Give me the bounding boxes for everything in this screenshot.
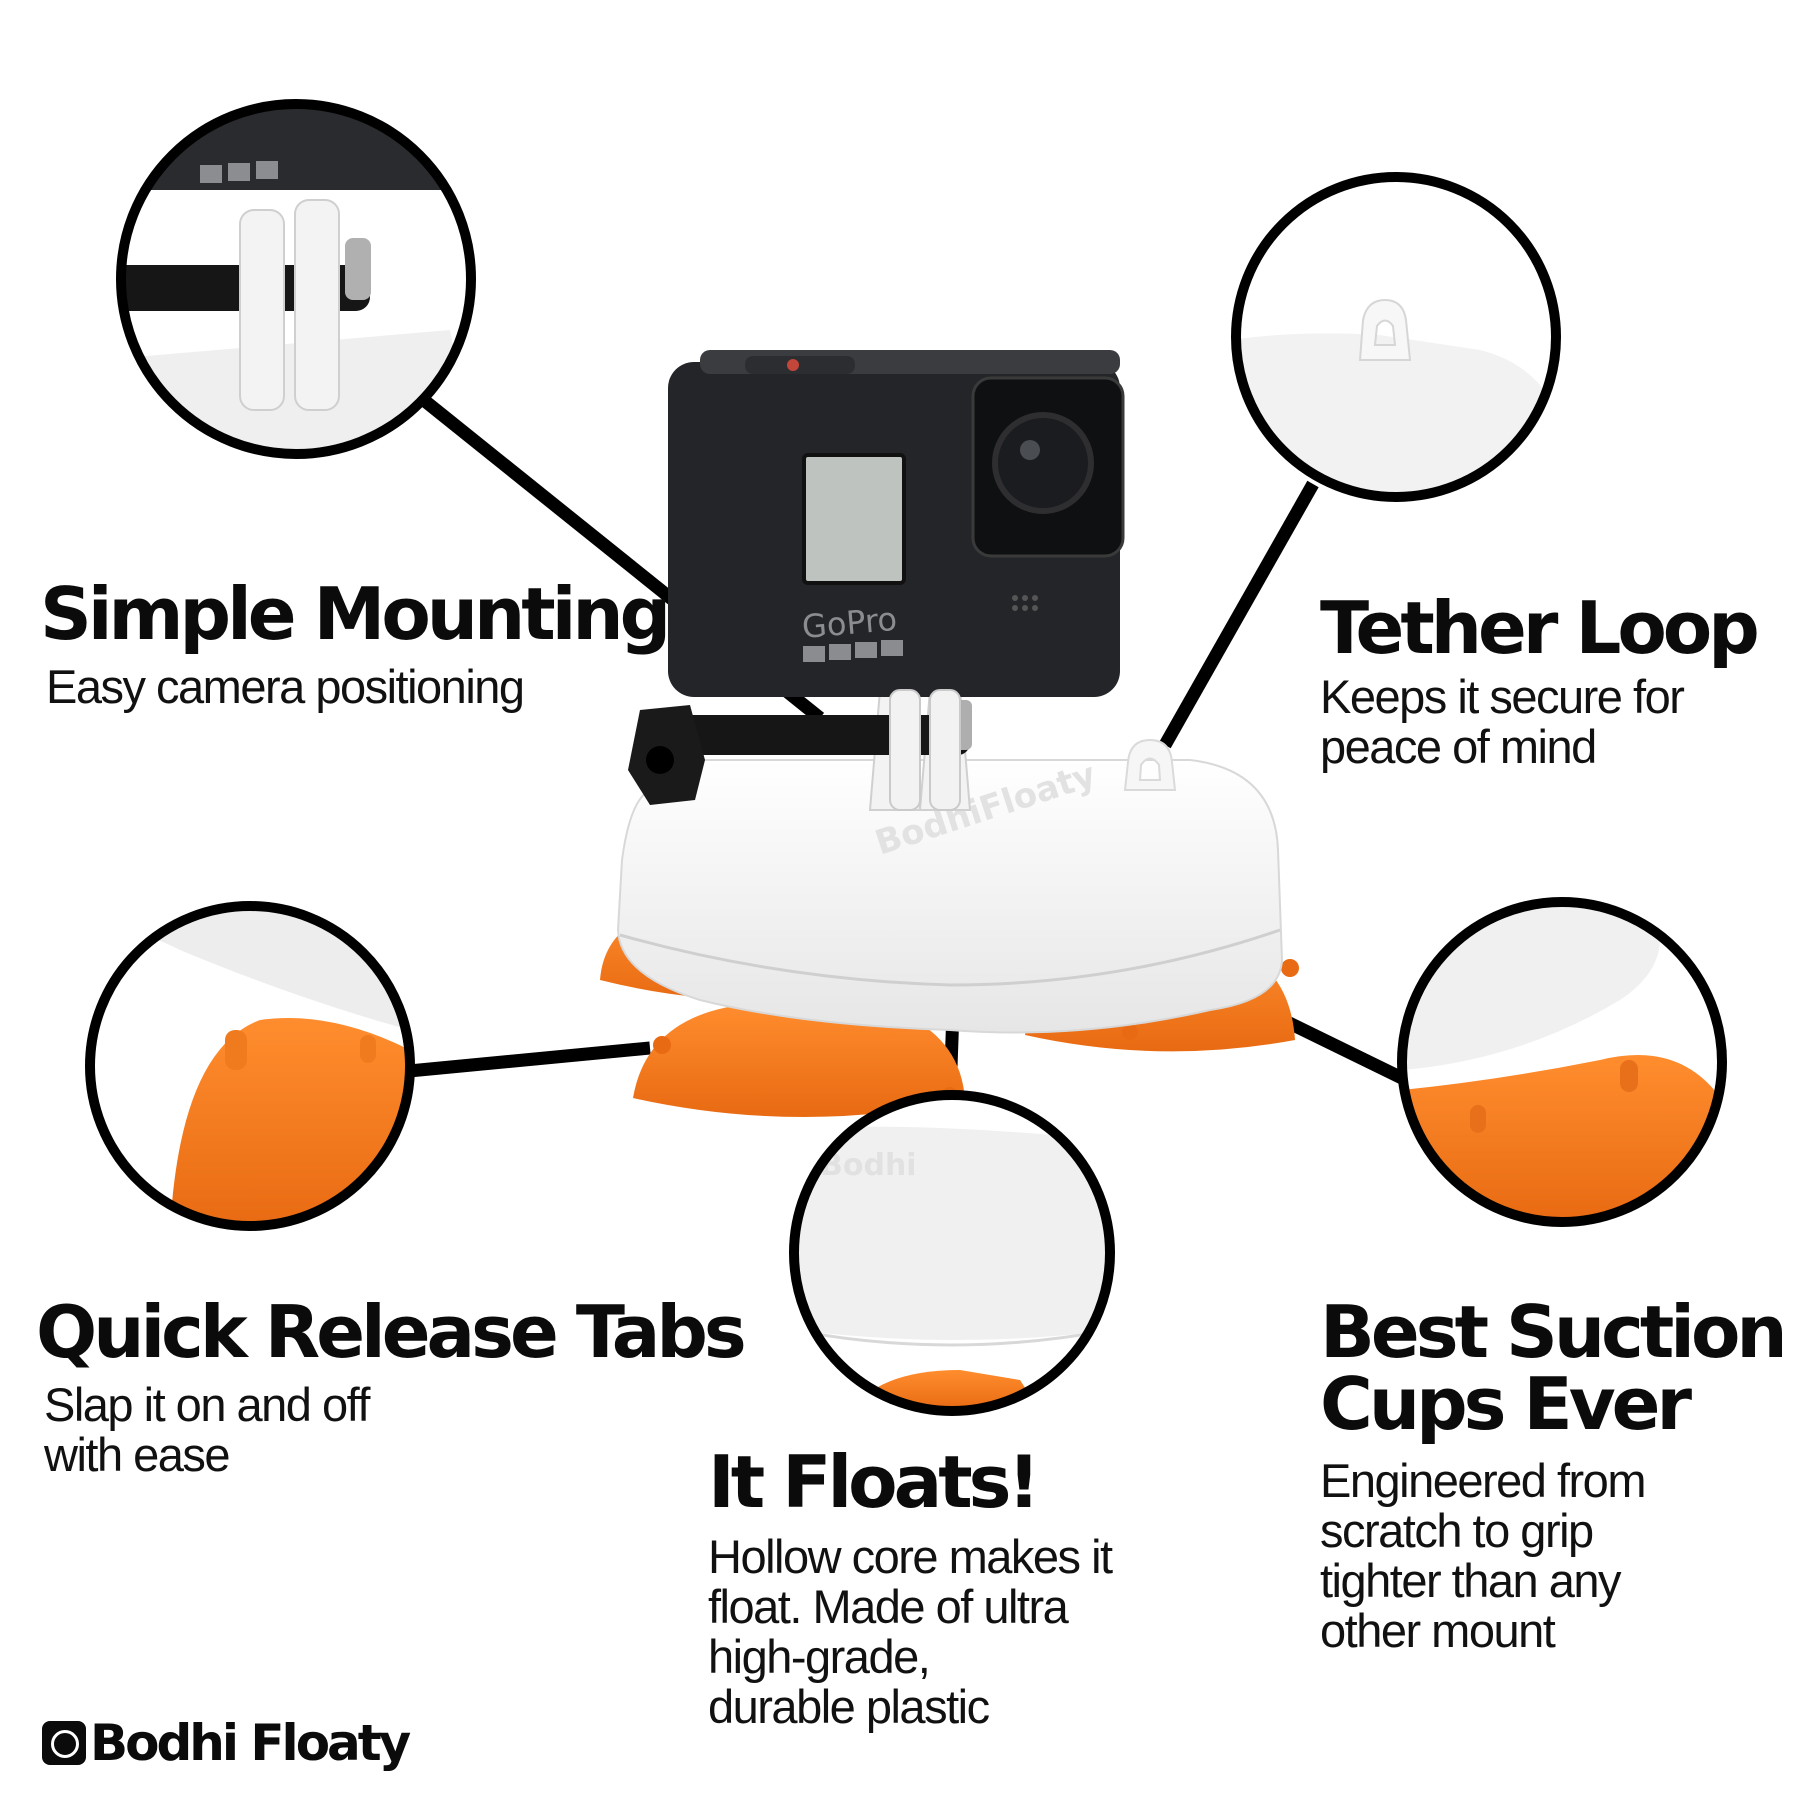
callout-line-tether <box>1159 480 1319 749</box>
callout-circle-floats: Bodhi <box>789 1090 1115 1416</box>
camera-logo: GoPro <box>800 600 898 646</box>
brand-name: Bodhi Floaty <box>90 1714 411 1772</box>
feature-description: Engineered from scratch to grip tighter … <box>1320 1454 1646 1657</box>
brand-logo: Bodhi Floaty <box>42 1714 411 1772</box>
logo-squares <box>881 640 903 656</box>
feature-tether-loop: Tether Loop Keeps it secure for peace of… <box>1320 586 1760 773</box>
feature-it-floats: It Floats! Hollow core makes it float. M… <box>708 1440 1113 1733</box>
camera-mount-finger <box>929 689 961 811</box>
record-light <box>787 359 799 371</box>
brand-mark-icon <box>42 1721 86 1765</box>
feature-title: It Floats! <box>708 1440 1040 1524</box>
front-screen <box>802 453 906 585</box>
mount-bolt <box>680 715 970 755</box>
feature-quick-release-tabs: Quick Release Tabs Slap it on and off wi… <box>36 1290 747 1481</box>
camera-lens <box>992 412 1094 514</box>
cup-nub <box>1281 959 1299 977</box>
feature-best-suction-cups: Best Suction Cups Ever Engineered from s… <box>1320 1290 1788 1657</box>
callout-circle-tether <box>1231 172 1561 502</box>
speaker-grille <box>1012 595 1038 611</box>
feature-description: Slap it on and off with ease <box>44 1378 370 1481</box>
feature-description: Easy camera positioning <box>46 660 525 713</box>
callout-circle-suction <box>1397 897 1727 1227</box>
cup-nub <box>1122 1024 1138 1040</box>
logo-squares <box>855 642 877 658</box>
feature-title: Best Suction Cups Ever <box>1320 1290 1788 1446</box>
base-seam <box>619 928 1281 987</box>
shutter-button <box>745 356 855 374</box>
camera-mount-finger <box>889 689 921 811</box>
lens-glint <box>1020 440 1040 460</box>
thumb-screw-hex <box>646 746 674 774</box>
feature-title: Tether Loop <box>1320 586 1760 670</box>
logo-squares <box>829 644 851 660</box>
feature-simple-mounting: Simple Mounting Easy camera positioning <box>40 572 671 713</box>
tether-loop <box>1123 738 1177 791</box>
feature-description: Hollow core makes it float. Made of ultr… <box>708 1530 1113 1733</box>
logo-squares <box>803 646 825 662</box>
feature-title: Quick Release Tabs <box>36 1290 747 1374</box>
svg-text:Bodhi: Bodhi <box>820 1148 917 1183</box>
float-base <box>616 759 1284 1034</box>
feature-title: Simple Mounting <box>40 572 671 656</box>
cup-nub <box>653 1036 671 1054</box>
suction-cup-front-left <box>633 1003 965 1118</box>
main-product: BodhiFloaty GoPro <box>600 350 1299 1118</box>
feature-description: Keeps it secure for peace of mind <box>1320 670 1685 773</box>
callout-circle-quick <box>85 901 415 1231</box>
callout-line-quick <box>408 1041 651 1078</box>
